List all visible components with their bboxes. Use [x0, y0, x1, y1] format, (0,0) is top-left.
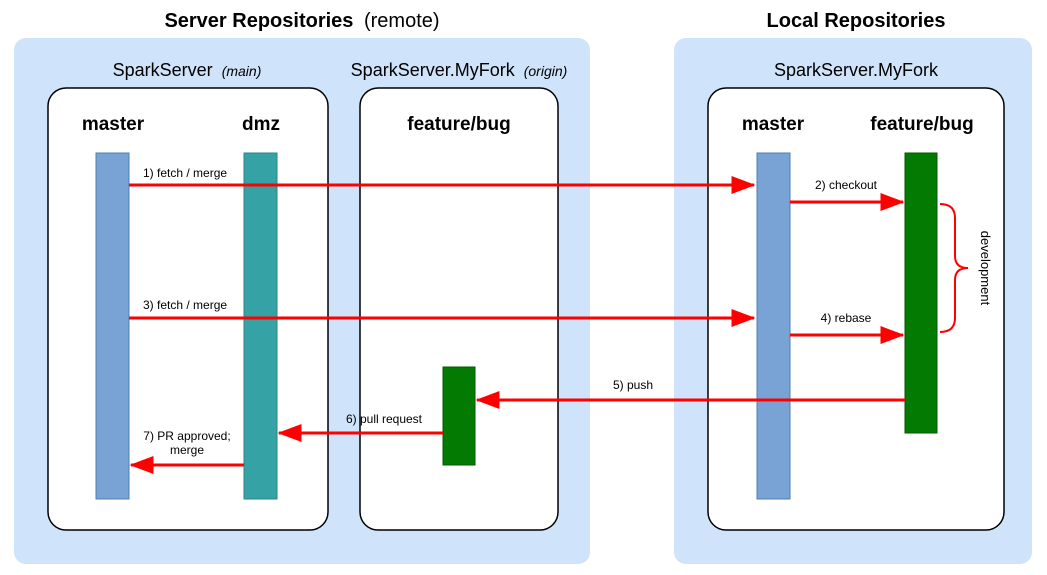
- branch-label-local-master: master: [742, 114, 805, 135]
- local-repositories-heading: Local Repositories: [767, 10, 946, 32]
- myfork-local-repo-box: [707, 87, 1005, 531]
- step7-label-line2: merge: [170, 443, 204, 457]
- step1-label: 1) fetch / merge: [143, 166, 227, 180]
- origin-feature-bar: [442, 366, 476, 466]
- server-dmz-bar: [243, 152, 278, 500]
- step6-label: 6) pull request: [346, 412, 423, 426]
- sparkserver-repo-title: SparkServer (main): [113, 60, 262, 80]
- branch-label-server-master: master: [82, 114, 145, 135]
- step4-label: 4) rebase: [821, 311, 872, 325]
- branch-label-local-feature: feature/bug: [870, 114, 973, 135]
- step7-label-line1: 7) PR approved;: [143, 429, 230, 443]
- server-master-bar: [95, 152, 130, 500]
- step2-label: 2) checkout: [815, 178, 878, 192]
- development-brace: [939, 203, 969, 333]
- step3-label: 3) fetch / merge: [143, 298, 227, 312]
- myfork-origin-repo-title: SparkServer.MyFork (origin): [351, 60, 568, 80]
- branch-label-server-dmz: dmz: [242, 114, 280, 135]
- myfork-local-repo-title: SparkServer.MyFork: [774, 60, 939, 80]
- myfork-origin-repo-box: [359, 87, 559, 531]
- step5-label: 5) push: [613, 378, 653, 392]
- local-master-bar: [756, 152, 791, 500]
- server-repositories-heading: Server Repositories (remote): [164, 10, 439, 32]
- development-label: development: [978, 231, 993, 306]
- branch-label-origin-feature: feature/bug: [407, 114, 510, 135]
- local-feature-bar: [904, 152, 938, 434]
